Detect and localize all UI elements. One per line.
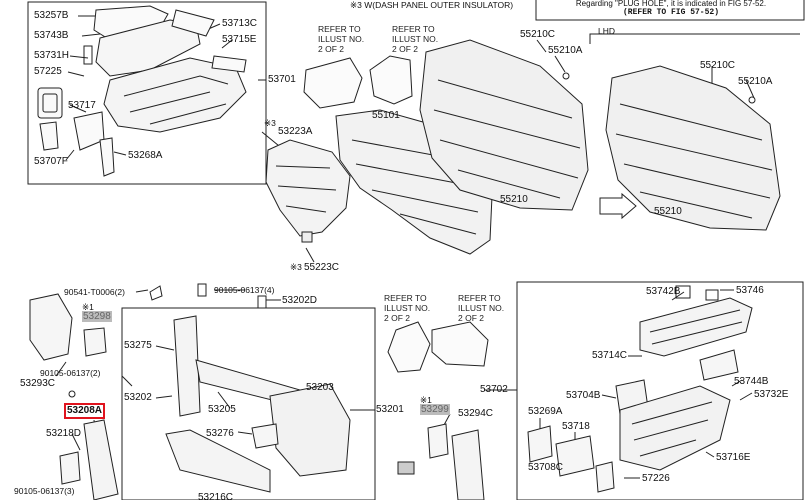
part-label[interactable]: 53701 xyxy=(268,74,296,85)
part-label[interactable]: 53742B xyxy=(646,286,681,297)
part-label[interactable]: 53216C xyxy=(198,492,234,503)
note-mark: ※1 xyxy=(420,395,432,405)
part-label[interactable]: 90105-06137(2) xyxy=(40,368,101,378)
part-label[interactable]: 53201 xyxy=(376,404,404,415)
notice-refer-fig: (REFER TO FIG 57-52) xyxy=(622,8,719,17)
part-label[interactable]: 53202D xyxy=(282,295,318,306)
refer-note-3: REFER TO ILLUST NO. 2 OF 2 xyxy=(384,293,431,323)
part-label[interactable]: 55210C xyxy=(520,29,556,40)
part-label[interactable]: 57226 xyxy=(642,473,670,484)
part-label[interactable]: 53257B xyxy=(34,10,69,21)
part-label[interactable]: 55210 xyxy=(654,206,682,217)
lhd-label: LHD xyxy=(598,26,616,36)
part-label[interactable]: 53293C xyxy=(20,378,56,389)
part-label[interactable]: 53743B xyxy=(34,30,69,41)
part-label[interactable]: 53268A xyxy=(128,150,163,161)
refer-note-1: REFER TO ILLUST NO. 2 OF 2 xyxy=(318,24,365,54)
part-label[interactable]: 90105-06137(4) xyxy=(214,285,275,295)
part-label[interactable]: 53276 xyxy=(206,428,234,439)
box-cowl-group xyxy=(27,1,267,185)
part-label[interactable]: 53205 xyxy=(208,404,236,415)
header-note: ※3 W(DASH PANEL OUTER INSULATOR) xyxy=(350,0,514,10)
part-label[interactable]: 55210 xyxy=(500,194,528,205)
part-label[interactable]: 53732E xyxy=(754,389,789,400)
part-label[interactable]: 53203 xyxy=(306,382,334,393)
box-front-panel-group xyxy=(121,307,376,500)
notice-regarding: Regarding "PLUG HOLE", it is indicated i… xyxy=(575,0,767,8)
part-label[interactable]: 53731H xyxy=(34,50,70,61)
part-label[interactable]: 53744B xyxy=(734,376,769,387)
part-label[interactable]: 55223C xyxy=(304,262,340,273)
part-label[interactable]: 55210A xyxy=(548,45,583,56)
part-label[interactable]: 53294C xyxy=(458,408,494,419)
part-label[interactable]: 53715E xyxy=(222,34,257,45)
part-label[interactable]: 53708C xyxy=(528,462,564,473)
part-label[interactable]: 53716E xyxy=(716,452,751,463)
part-label[interactable]: 53704B xyxy=(566,390,601,401)
part-label[interactable]: 53202 xyxy=(124,392,152,403)
note-mark: ※3 xyxy=(290,262,302,272)
refer-note-2: REFER TO ILLUST NO. 2 OF 2 xyxy=(392,24,439,54)
part-label[interactable]: 53718 xyxy=(562,421,590,432)
highlighted-part-label[interactable]: 53208A xyxy=(64,403,106,419)
part-label[interactable]: 53714C xyxy=(592,350,628,361)
part-label[interactable]: 53223A xyxy=(278,126,313,137)
part-label[interactable]: 55101 xyxy=(372,110,400,121)
box-lhd-cowl-group xyxy=(516,281,804,500)
part-label[interactable]: 53713C xyxy=(222,18,258,29)
part-label[interactable]: 53707F xyxy=(34,156,68,167)
part-label[interactable]: 53702 xyxy=(480,384,508,395)
part-label[interactable]: 90105-06137(3) xyxy=(14,486,75,496)
part-label[interactable]: 55210C xyxy=(700,60,736,71)
part-label[interactable]: 53298 xyxy=(82,311,112,322)
part-label[interactable]: 53746 xyxy=(736,285,764,296)
part-label[interactable]: 53218D xyxy=(46,428,82,439)
part-label[interactable]: 53299 xyxy=(420,404,450,415)
part-label[interactable]: 90541-T0006(2) xyxy=(64,287,125,297)
part-label[interactable]: 55210A xyxy=(738,76,773,87)
refer-note-4: REFER TO ILLUST NO. 2 OF 2 xyxy=(458,293,505,323)
part-label[interactable]: 53275 xyxy=(124,340,152,351)
part-label[interactable]: 53717 xyxy=(68,100,96,111)
part-label[interactable]: 57225 xyxy=(34,66,62,77)
note-mark: ※1 xyxy=(82,302,94,312)
note-mark: ※3 xyxy=(264,118,276,128)
part-label[interactable]: 53269A xyxy=(528,406,563,417)
